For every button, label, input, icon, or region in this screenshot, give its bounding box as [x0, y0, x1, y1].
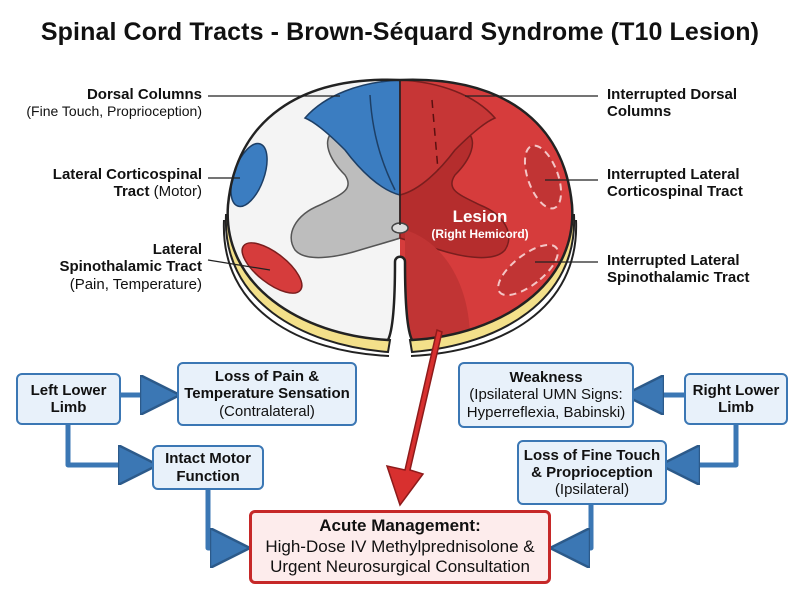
lesion-label: Lesion (Right Hemicord)	[410, 207, 550, 241]
mgmt-line2: Urgent Neurosurgical Consultation	[270, 557, 530, 577]
box-intact-motor: Intact Motor Function	[152, 445, 264, 490]
arrow-left-limb-to-motor	[65, 425, 148, 465]
mgmt-line1: High-Dose IV Methylprednisolone &	[265, 536, 535, 556]
stt-left	[241, 242, 303, 294]
arrow-touch-to-mgmt	[560, 505, 594, 548]
dorsal-column-left	[303, 79, 401, 196]
label-dorsal-sub: (Fine Touch, Proprioception)	[26, 103, 202, 120]
label-int-stt-line1: Interrupted Lateral	[607, 252, 740, 269]
box-acute-management: Acute Management: High-Dose IV Methylpre…	[249, 510, 551, 584]
box-touch-line2: & Proprioception	[531, 463, 653, 481]
box-left-lower-limb: Left Lower Limb	[16, 373, 121, 425]
lesion-sub: (Right Hemicord)	[431, 227, 529, 241]
lesion-arrow	[385, 328, 443, 507]
box-right-limb-line2: Limb	[718, 399, 754, 416]
box-pain-temp-loss: Loss of Pain & Temperature Sensation (Co…	[177, 362, 357, 426]
box-pain-line1: Loss of Pain &	[214, 368, 320, 386]
label-lateral-stt: Lateral Spinothalamic Tract (Pain, Tempe…	[0, 241, 202, 293]
box-touch-line3: (Ipsilateral)	[554, 481, 630, 499]
label-cst-line1: Lateral Corticospinal	[52, 166, 202, 183]
box-weakness-line2: (Ipsilateral UMN Signs:	[469, 386, 623, 404]
label-lateral-cst: Lateral Corticospinal Tract (Motor)	[0, 166, 202, 201]
label-cst-line2: Tract	[113, 183, 150, 201]
box-right-limb-line1: Right Lower	[692, 381, 780, 399]
box-left-limb-line1: Left Lower	[30, 381, 107, 399]
box-weakness-line3: Hyperreflexia, Babinski)	[466, 403, 626, 421]
label-interrupted-dorsal: Interrupted Dorsal Columns	[607, 86, 797, 121]
box-pain-line3: (Contralateral)	[219, 402, 315, 420]
label-int-dorsal-line1: Interrupted Dorsal	[607, 86, 738, 103]
lesion-title: Lesion	[452, 207, 508, 226]
box-touch-line1: Loss of Fine Touch	[523, 446, 661, 464]
label-int-cst-line1: Interrupted Lateral	[607, 166, 740, 183]
label-dorsal-columns: Dorsal Columns (Fine Touch, Propriocepti…	[0, 86, 202, 119]
label-stt-line3: (Pain, Temperature)	[69, 275, 202, 293]
label-int-cst-line2: Corticospinal Tract	[607, 183, 743, 201]
box-weakness-line1: Weakness	[509, 369, 583, 387]
box-fine-touch-loss: Loss of Fine Touch & Proprioception (Ips…	[517, 440, 667, 505]
label-int-stt-line2: Spinothalamic Tract	[607, 269, 750, 287]
label-dorsal-title: Dorsal Columns	[86, 86, 202, 103]
label-cst-line2-rest: (Motor)	[153, 183, 202, 201]
page-title: Spinal Cord Tracts - Brown-Séquard Syndr…	[40, 18, 760, 46]
label-interrupted-stt: Interrupted Lateral Spinothalamic Tract	[607, 252, 797, 287]
mgmt-title: Acute Management:	[319, 516, 481, 536]
cst-right	[523, 144, 563, 210]
dorsal-column-right	[399, 79, 497, 196]
label-int-dorsal-line2: Columns	[607, 103, 672, 121]
cord-outline	[226, 78, 574, 342]
box-right-lower-limb: Right Lower Limb	[684, 373, 788, 425]
box-motor-line1: Intact Motor	[165, 450, 251, 468]
arrow-right-limb-to-touch	[670, 425, 739, 465]
box-motor-line2: Function	[176, 467, 240, 485]
box-weakness: Weakness (Ipsilateral UMN Signs: Hyperre…	[458, 362, 634, 428]
label-interrupted-cst: Interrupted Lateral Corticospinal Tract	[607, 166, 797, 201]
arrow-motor-to-mgmt	[205, 490, 240, 548]
box-left-limb-line2: Limb	[50, 399, 87, 416]
label-stt-line2: Spinothalamic Tract	[59, 258, 202, 276]
stt-right	[497, 243, 559, 297]
box-pain-line2: Temperature Sensation	[184, 385, 350, 403]
label-stt-line1: Lateral	[152, 241, 202, 258]
